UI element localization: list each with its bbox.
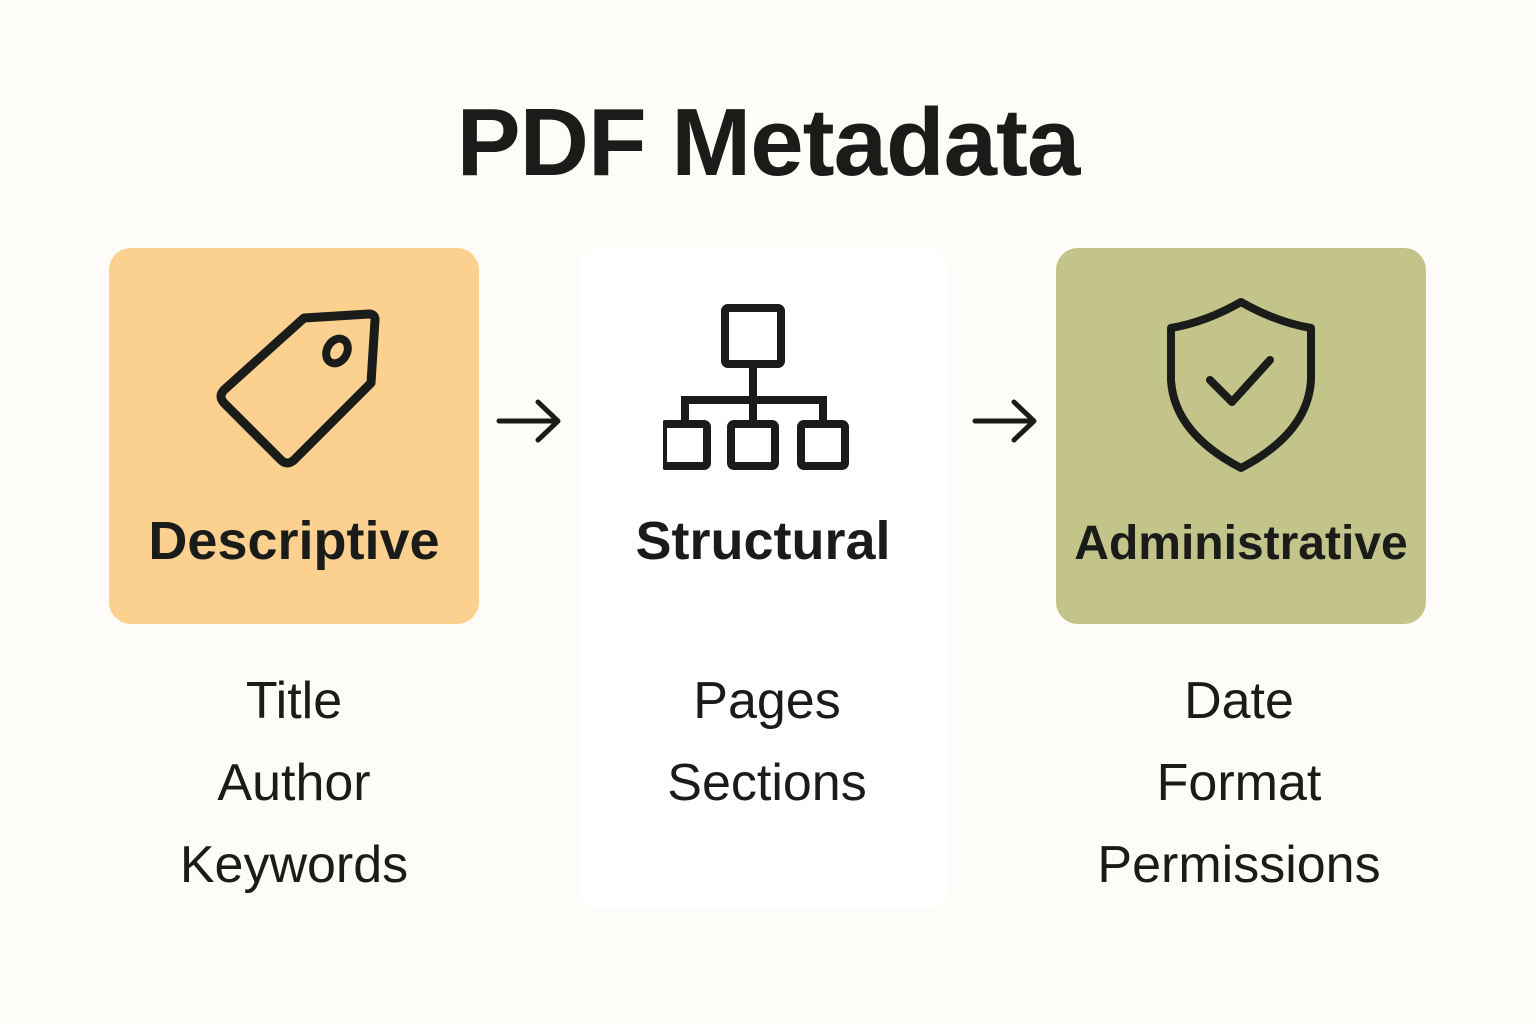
descriptive-card: Descriptive [109, 248, 479, 624]
list-item: Keywords [179, 836, 409, 894]
list-item: Permissions [1097, 836, 1381, 894]
structural-items: Pages Sections [582, 660, 952, 824]
list-item: Title [245, 672, 343, 730]
shield-check-icon [1056, 288, 1426, 478]
category-label: Descriptive [148, 511, 440, 571]
list-item: Format [1156, 754, 1322, 812]
list-item: Sections [667, 754, 867, 812]
category-label: Administrative [1074, 517, 1408, 570]
list-item: Author [217, 754, 371, 812]
administrative-card: Administrative [1056, 248, 1426, 624]
structural-card: Structural [578, 248, 948, 910]
arrow-right-icon [972, 399, 1037, 443]
category-label: Structural [635, 511, 891, 571]
descriptive-items: Title Author Keywords [109, 660, 479, 906]
tag-icon [109, 288, 479, 478]
hierarchy-icon [578, 288, 948, 478]
list-item: Pages [693, 672, 841, 730]
page-title: PDF Metadata [456, 89, 1081, 196]
arrow-right-icon [496, 399, 561, 443]
list-item: Date [1184, 672, 1294, 730]
administrative-items: Date Format Permissions [1054, 660, 1424, 906]
